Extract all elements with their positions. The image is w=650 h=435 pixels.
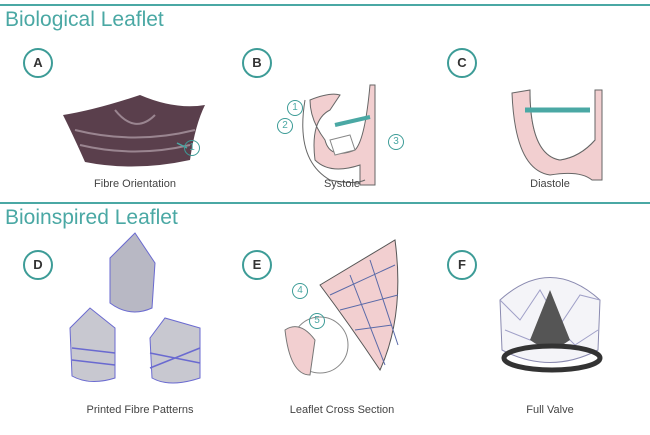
- middle-divider: [0, 202, 650, 204]
- marker-3: 3: [388, 134, 404, 150]
- panel-label-a: A: [23, 48, 53, 78]
- caption-systole: Systole: [323, 178, 361, 190]
- caption-full-valve: Full Valve: [526, 404, 574, 416]
- marker-2: 2: [277, 118, 293, 134]
- caption-diastole: Diastole: [530, 178, 570, 190]
- top-divider: [0, 4, 650, 6]
- printed-fibre-patterns-image: [69, 232, 201, 384]
- caption-leaflet-cross-section: Leaflet Cross Section: [289, 404, 395, 416]
- marker-1: 1: [287, 100, 303, 116]
- marker-1: 1: [184, 140, 200, 156]
- marker-4: 4: [292, 283, 308, 299]
- leaflet-cross-section-image: [284, 239, 399, 376]
- diastole-diagram: [511, 89, 603, 181]
- fibre-orientation-image: [63, 95, 205, 167]
- panel-label-b: B: [242, 48, 272, 78]
- caption-printed-fibre-patterns: Printed Fibre Patterns: [86, 404, 194, 416]
- panel-label-d: D: [23, 250, 53, 280]
- section-title-bioinspired: Bioinspired Leaflet: [5, 206, 178, 229]
- caption-fibre-orientation: Fibre Orientation: [94, 178, 176, 190]
- section-title-biological: Biological Leaflet: [5, 8, 164, 31]
- panel-label-f: F: [447, 250, 477, 280]
- panel-label-c: C: [447, 48, 477, 78]
- panel-label-e: E: [242, 250, 272, 280]
- systole-diagram: [302, 84, 376, 186]
- marker-5: 5: [309, 313, 325, 329]
- full-valve-image: [499, 277, 603, 373]
